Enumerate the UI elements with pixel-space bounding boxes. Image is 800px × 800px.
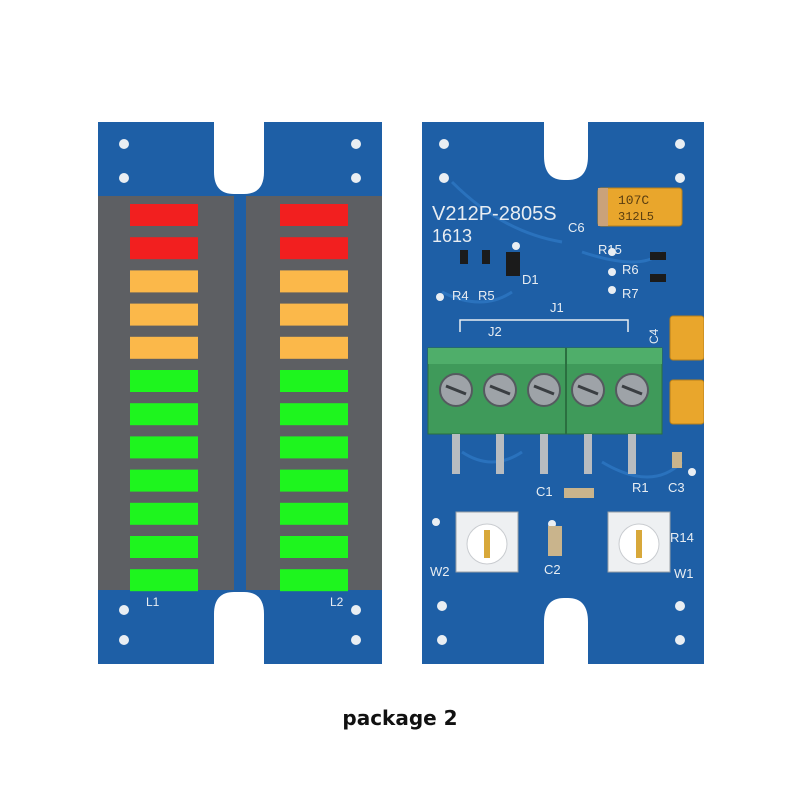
screw-terminal-block [427,347,663,435]
led-segment-green [130,436,198,459]
screw-slot [577,384,599,396]
trimmer-potentiometer-w1 [607,511,671,573]
label-r4: R4 [452,288,469,303]
label-c4: C4 [647,328,661,344]
component-board: V212P-2805S 1613 107C 312L5 C6 R15 R6 R7… [422,122,704,664]
terminal-pins [452,434,636,474]
led-segment-green [280,469,348,492]
led-segment-green [130,502,198,525]
label-r6: R6 [622,262,639,277]
led-segment-green [280,436,348,459]
label-l1: L1 [146,595,160,609]
j1-outline [459,319,629,332]
led-segment-red [280,204,348,226]
led-segment-green [130,469,198,492]
label-c6: C6 [568,220,585,235]
capacitor-marking-bottom: 312L5 [618,210,654,224]
label-r7: R7 [622,286,639,301]
label-l2: L2 [330,595,344,609]
caption: package 2 [342,706,458,730]
led-segment-green [130,370,198,392]
label-j2: J2 [488,324,502,339]
capacitor-marking-top: 107C [618,193,649,208]
mounting-holes [119,139,361,645]
led-column-right [280,204,348,592]
led-segment-green [130,403,198,426]
date-code: 1613 [432,226,472,246]
label-w2: W2 [430,564,450,579]
label-w1: W1 [674,566,694,581]
led-segment-red [280,237,348,260]
led-segment-amber [280,303,348,326]
smd-resistors [460,250,666,282]
trimmer-potentiometer-w2 [455,511,519,573]
mounting-holes [432,139,696,645]
led-segment-red [130,204,198,226]
screw-slot [489,384,511,396]
screw-slot [621,384,643,396]
screw-slot [533,384,555,396]
led-segment-green [280,403,348,426]
led-segment-green [280,370,348,392]
label-r5: R5 [478,288,495,303]
label-r1: R1 [632,480,649,495]
smd-components-mid [548,452,682,556]
led-segment-green [280,502,348,525]
led-column-left [130,204,198,592]
led-bargraph-board: L1 L2 [98,122,382,664]
label-r15: R15 [598,242,622,257]
led-segment-amber [130,270,198,293]
led-segment-red [130,237,198,260]
label-d1: D1 [522,272,539,287]
led-segment-green [130,536,198,558]
led-segment-amber [280,336,348,359]
label-c1: C1 [536,484,553,499]
model-number: V212P-2805S [432,203,557,225]
tantalum-capacitor-c6: 107C 312L5 [597,187,683,227]
led-segment-green [130,569,198,592]
label-r14: R14 [670,530,694,545]
label-c2: C2 [544,562,561,577]
label-c3: C3 [668,480,685,495]
led-segment-green [280,569,348,592]
led-segment-amber [280,270,348,293]
led-segment-amber [130,336,198,359]
screw-slot [445,384,467,396]
label-j1: J1 [550,300,564,315]
tantalum-capacitor-c4 [669,315,704,425]
led-segment-amber [130,303,198,326]
led-segment-green [280,536,348,558]
